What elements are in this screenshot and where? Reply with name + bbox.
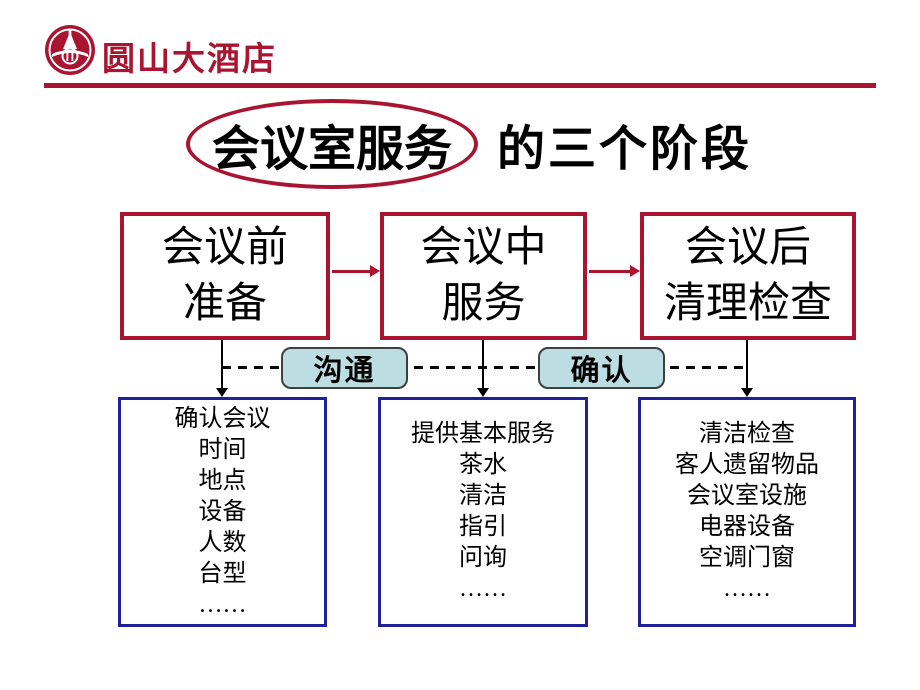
stage-label-line: 会议前 (161, 225, 288, 271)
detail-line: 空调门窗 (699, 545, 795, 571)
detail-line: 清洁检查 (699, 421, 795, 447)
connector-label-communication: 沟通 (281, 347, 408, 389)
connector-label-confirmation: 确认 (538, 347, 665, 389)
hotel-name: 圆山大酒店 (102, 42, 277, 78)
stage-label-line: 会议中 (420, 225, 547, 271)
detail-line: 设备 (198, 498, 247, 525)
detail-line: 会议室设施 (687, 483, 807, 509)
stage-box-during-meeting: 会议中 服务 (380, 212, 587, 340)
detail-box-after-meeting: 清洁检查 客人遗留物品 会议室设施 电器设备 空调门窗 …… (638, 397, 856, 627)
down-arrow-icon (477, 340, 489, 397)
detail-line: 时间 (198, 436, 247, 463)
detail-line: 地点 (198, 467, 247, 494)
stage-box-after-meeting: 会议后 清理检查 (640, 212, 856, 340)
detail-line: 提供基本服务 (411, 421, 555, 447)
detail-line: 台型 (198, 560, 247, 587)
right-arrow-icon (332, 265, 380, 277)
title-suffix: 的三个阶段 (497, 123, 753, 176)
stage-label-line: 会议后 (684, 225, 811, 271)
title-circled-phrase: 会议室服务 (186, 99, 478, 189)
detail-line: 清洁 (459, 483, 507, 509)
detail-line: 电器设备 (699, 514, 795, 540)
stage-label-line: 准备 (182, 281, 267, 327)
hotel-emblem-icon (45, 25, 95, 75)
stage-label-line: 清理检查 (663, 281, 832, 327)
detail-line: 茶水 (459, 452, 507, 478)
detail-box-during-meeting: 提供基本服务 茶水 清洁 指引 问询 …… (378, 397, 588, 627)
dashed-connector-line (222, 366, 747, 369)
detail-line: 指引 (459, 514, 507, 540)
stage-label-line: 服务 (441, 281, 526, 327)
slide-title: 会议室服务 的三个阶段 (186, 99, 752, 189)
stage-box-before-meeting: 会议前 准备 (120, 212, 330, 340)
detail-line: 问询 (459, 545, 507, 571)
header-divider (44, 83, 876, 88)
detail-line: …… (459, 576, 507, 602)
detail-line: …… (723, 576, 771, 602)
detail-line: 确认会议 (174, 405, 271, 432)
down-arrow-icon (741, 340, 753, 397)
detail-box-before-meeting: 确认会议 时间 地点 设备 人数 台型 …… (118, 397, 327, 627)
detail-line: …… (198, 591, 247, 618)
right-arrow-icon (589, 265, 640, 277)
detail-line: 人数 (198, 529, 247, 556)
down-arrow-icon (216, 340, 228, 397)
detail-line: 客人遗留物品 (675, 452, 819, 478)
